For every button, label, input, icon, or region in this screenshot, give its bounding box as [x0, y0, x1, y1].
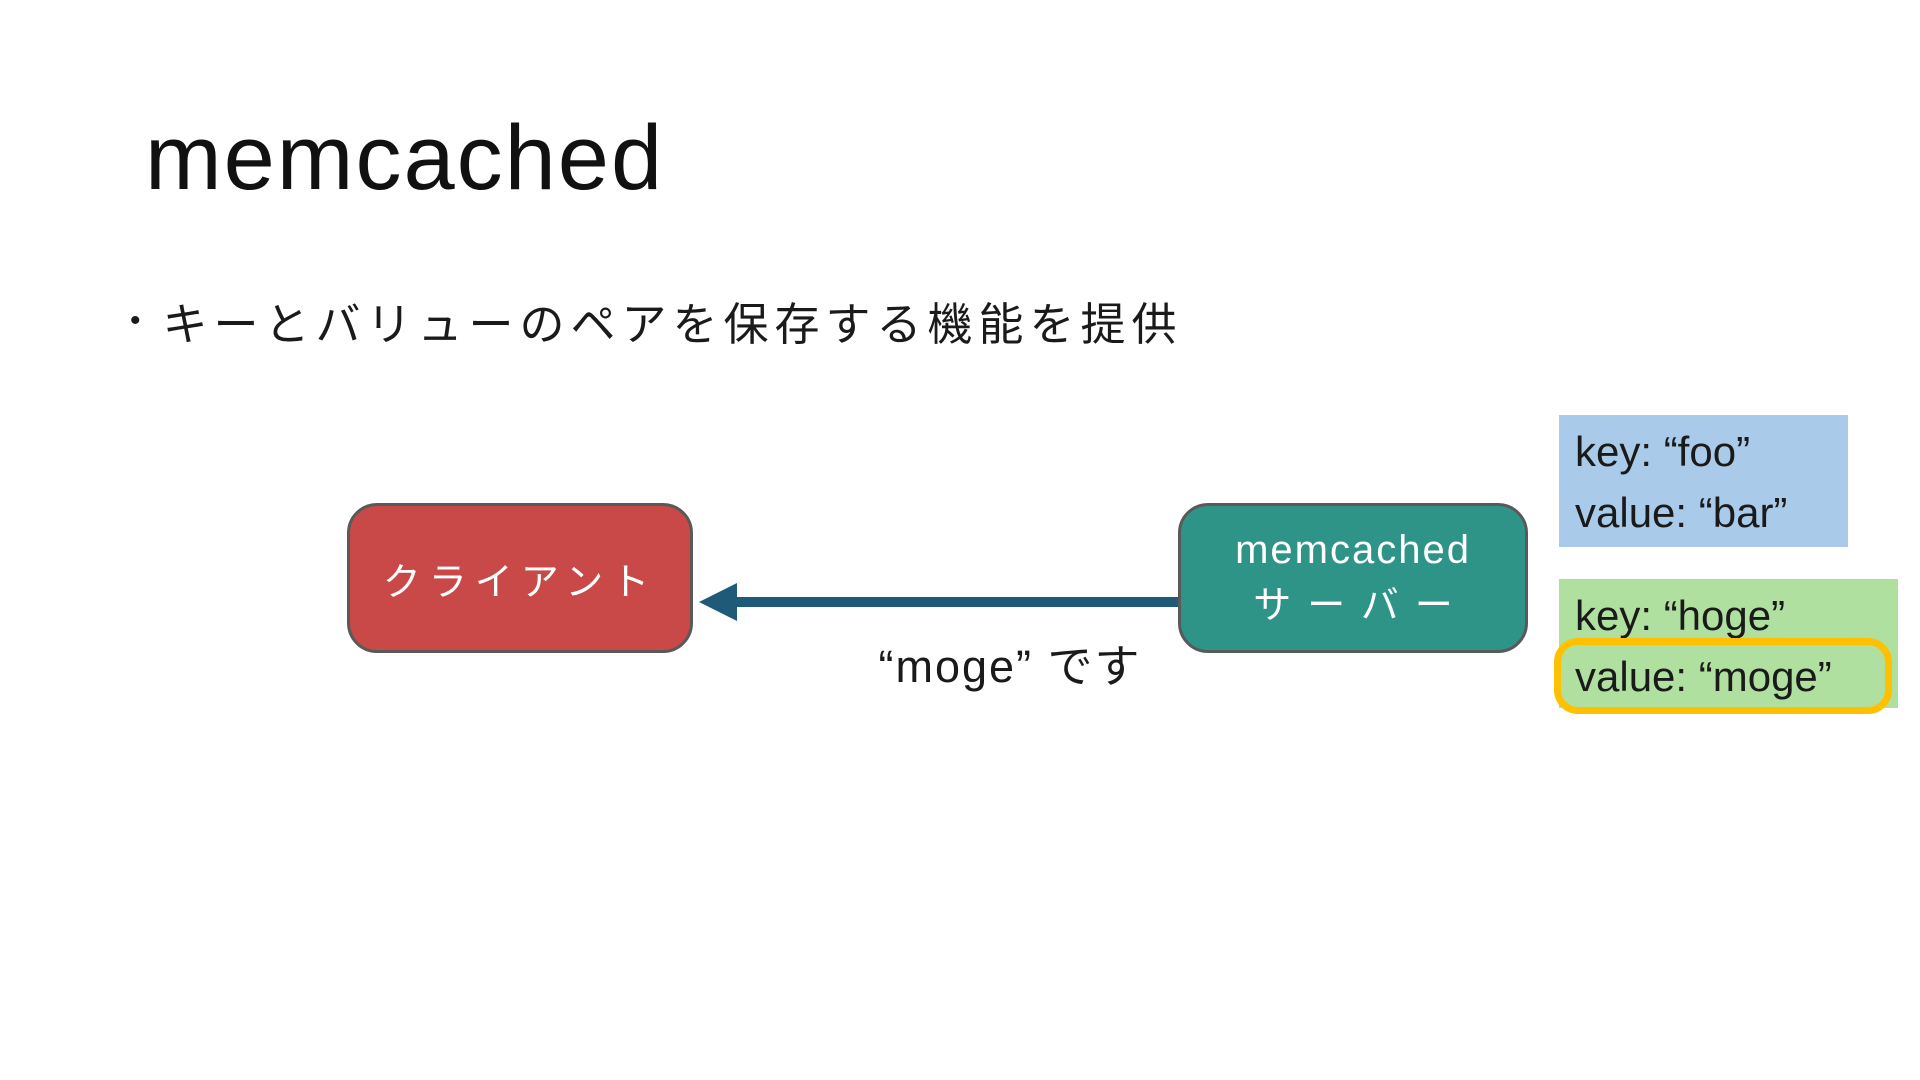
- server-node-label-line1: memcached: [1235, 528, 1471, 572]
- kv-key-line: key: “hoge”: [1575, 592, 1786, 639]
- client-node: クライアント: [347, 503, 693, 653]
- page-title: memcached: [145, 107, 665, 209]
- arrow-server-to-client: [699, 583, 1178, 621]
- bullet-marker: •: [130, 303, 141, 337]
- bullet-item: • キーとバリューのペアを保存する機能を提供: [130, 288, 1183, 353]
- arrow-head-icon: [699, 583, 737, 621]
- kv-value-line: value: “moge”: [1575, 653, 1832, 700]
- kv-pair-box-foo: key: “foo” value: “bar”: [1559, 415, 1848, 547]
- value-highlight-ring: [1554, 638, 1892, 714]
- client-node-label: クライアント: [382, 561, 658, 604]
- server-node-label-line2: サーバー: [1253, 585, 1469, 627]
- bullet-text: キーとバリューのペアを保存する機能を提供: [162, 299, 1183, 350]
- arrow-message-label: “moge” です: [878, 641, 1142, 692]
- server-node: memcached サーバー: [1178, 503, 1528, 653]
- kv-key-line: key: “foo”: [1575, 428, 1751, 475]
- kv-value-line: value: “bar”: [1575, 489, 1788, 536]
